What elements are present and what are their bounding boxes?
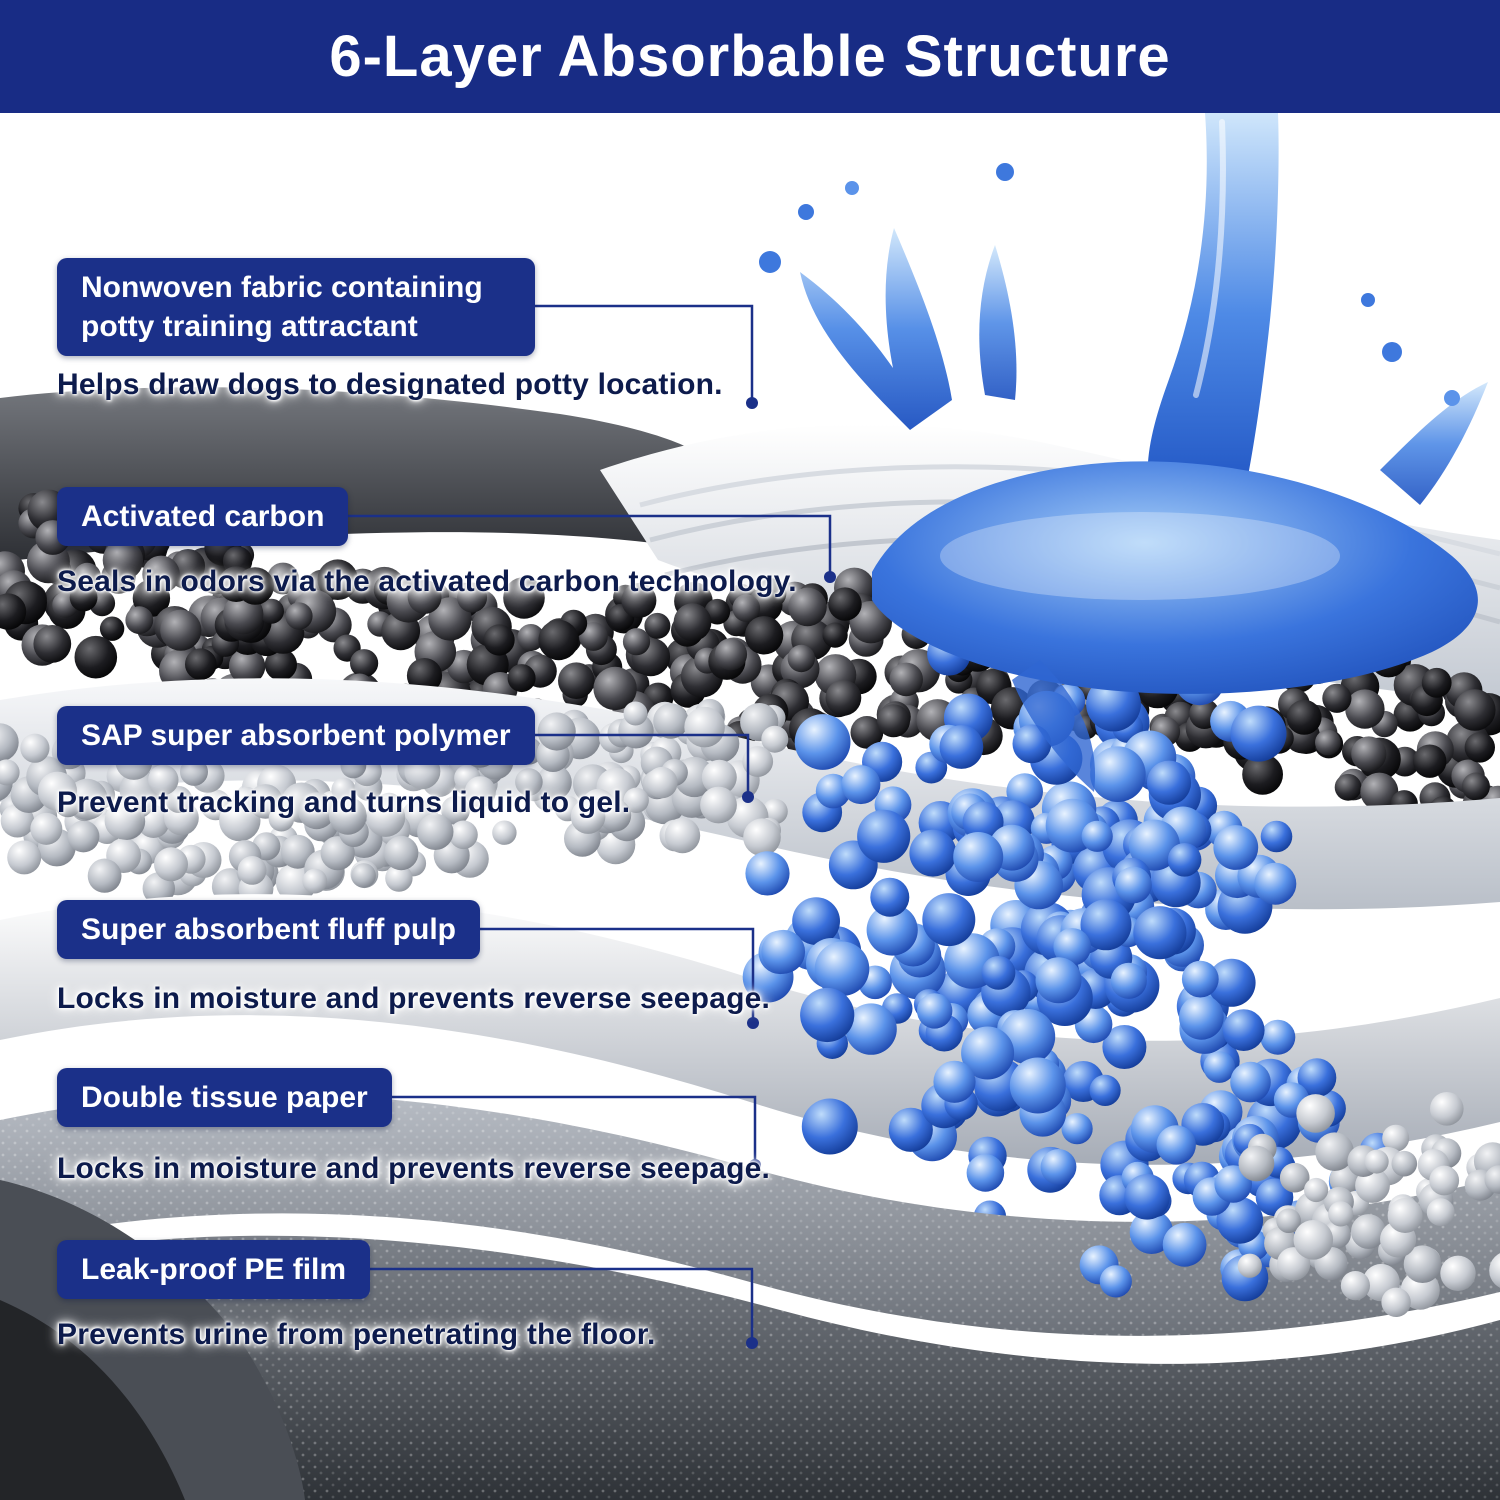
page-title: 6-Layer Absorbable Structure — [329, 24, 1171, 89]
blue-gel-beads-graphic — [742, 632, 1302, 1233]
light-beads-graphic — [1237, 1092, 1500, 1318]
fluff-pulp-layer-graphic — [0, 894, 1500, 1165]
sap-polymer-beads-graphic — [0, 698, 789, 907]
water-splash-graphic — [759, 113, 1488, 792]
title-banner: 6-Layer Absorbable Structure — [0, 0, 1500, 113]
